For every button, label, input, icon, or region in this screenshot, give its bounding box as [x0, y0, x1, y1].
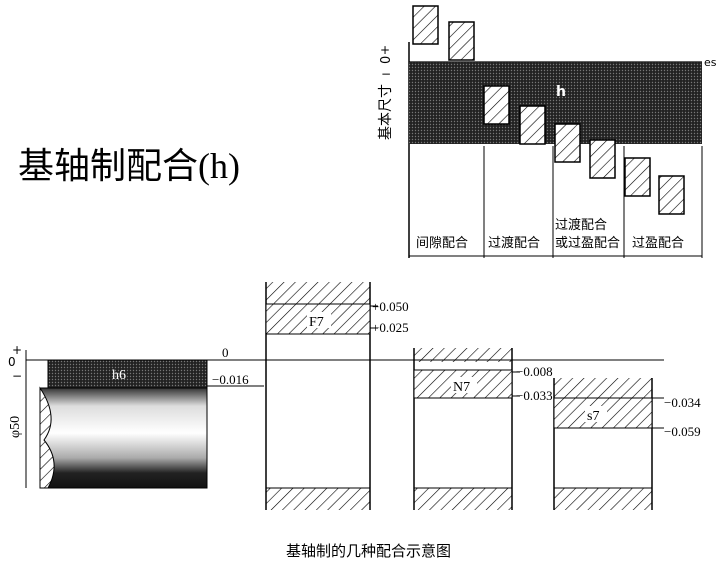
h6-tolerance-zone	[47, 359, 208, 389]
region-label-transition: 过渡配合	[488, 235, 540, 251]
shaft-body	[39, 387, 208, 489]
region-label-clearance: 间隙配合	[416, 236, 468, 251]
n7-lower-value: −0.033	[516, 388, 553, 403]
page-title: 基轴制配合(h)	[18, 146, 240, 186]
top-minus-sign: −	[381, 67, 391, 81]
s7-top-wall	[554, 378, 652, 398]
bottom-minus-sign: −	[12, 369, 22, 383]
f7-upper-value: +0.050	[372, 299, 409, 314]
bottom-zero-label: 0	[8, 355, 16, 369]
n7-top-wall	[414, 348, 512, 362]
diameter-label: φ50	[8, 416, 23, 438]
h6-label: h6	[112, 368, 126, 383]
figure-caption: 基轴制的几种配合示意图	[286, 542, 451, 560]
bottom-fit-diagram: + 0 − φ50 h6 0 −0.016 F7 +0.05	[8, 282, 701, 510]
top-fit-diagram: 基本尺寸 0 + − es h 间隙配合 过渡配合 过渡配	[377, 5, 717, 258]
top-axis-label: 基本尺寸	[377, 84, 394, 140]
region-label-or-interference: 或过盈配合	[555, 236, 620, 251]
top-plus-sign: +	[380, 43, 390, 57]
top-zero-label: 0	[379, 56, 394, 64]
shaft-label-h: h	[556, 84, 566, 100]
es-label: es	[704, 56, 717, 69]
region-label-transition-or: 过渡配合	[555, 217, 607, 233]
f7-lower-value: +0.025	[372, 320, 409, 335]
h6-upper-value: 0	[222, 345, 229, 360]
f7-label: F7	[309, 315, 324, 330]
n7-bottom-wall	[414, 488, 512, 510]
hole-f7: F7 +0.050 +0.025	[265, 282, 409, 510]
hole-s7: s7 −0.034 −0.059	[553, 378, 701, 510]
hole-n7: N7 −0.008 −0.033	[413, 348, 553, 510]
h6-lower-value: −0.016	[212, 372, 249, 387]
s7-bottom-wall	[554, 488, 652, 510]
n7-upper-value: −0.008	[516, 364, 553, 379]
s7-upper-value: −0.034	[664, 395, 701, 410]
f7-top-wall	[266, 282, 370, 304]
bottom-plus-sign: +	[12, 343, 22, 357]
s7-label: s7	[587, 409, 599, 424]
n7-label: N7	[453, 380, 470, 395]
region-label-interference: 过盈配合	[632, 236, 684, 251]
f7-bottom-wall	[266, 488, 370, 510]
s7-lower-value: −0.059	[664, 424, 701, 439]
